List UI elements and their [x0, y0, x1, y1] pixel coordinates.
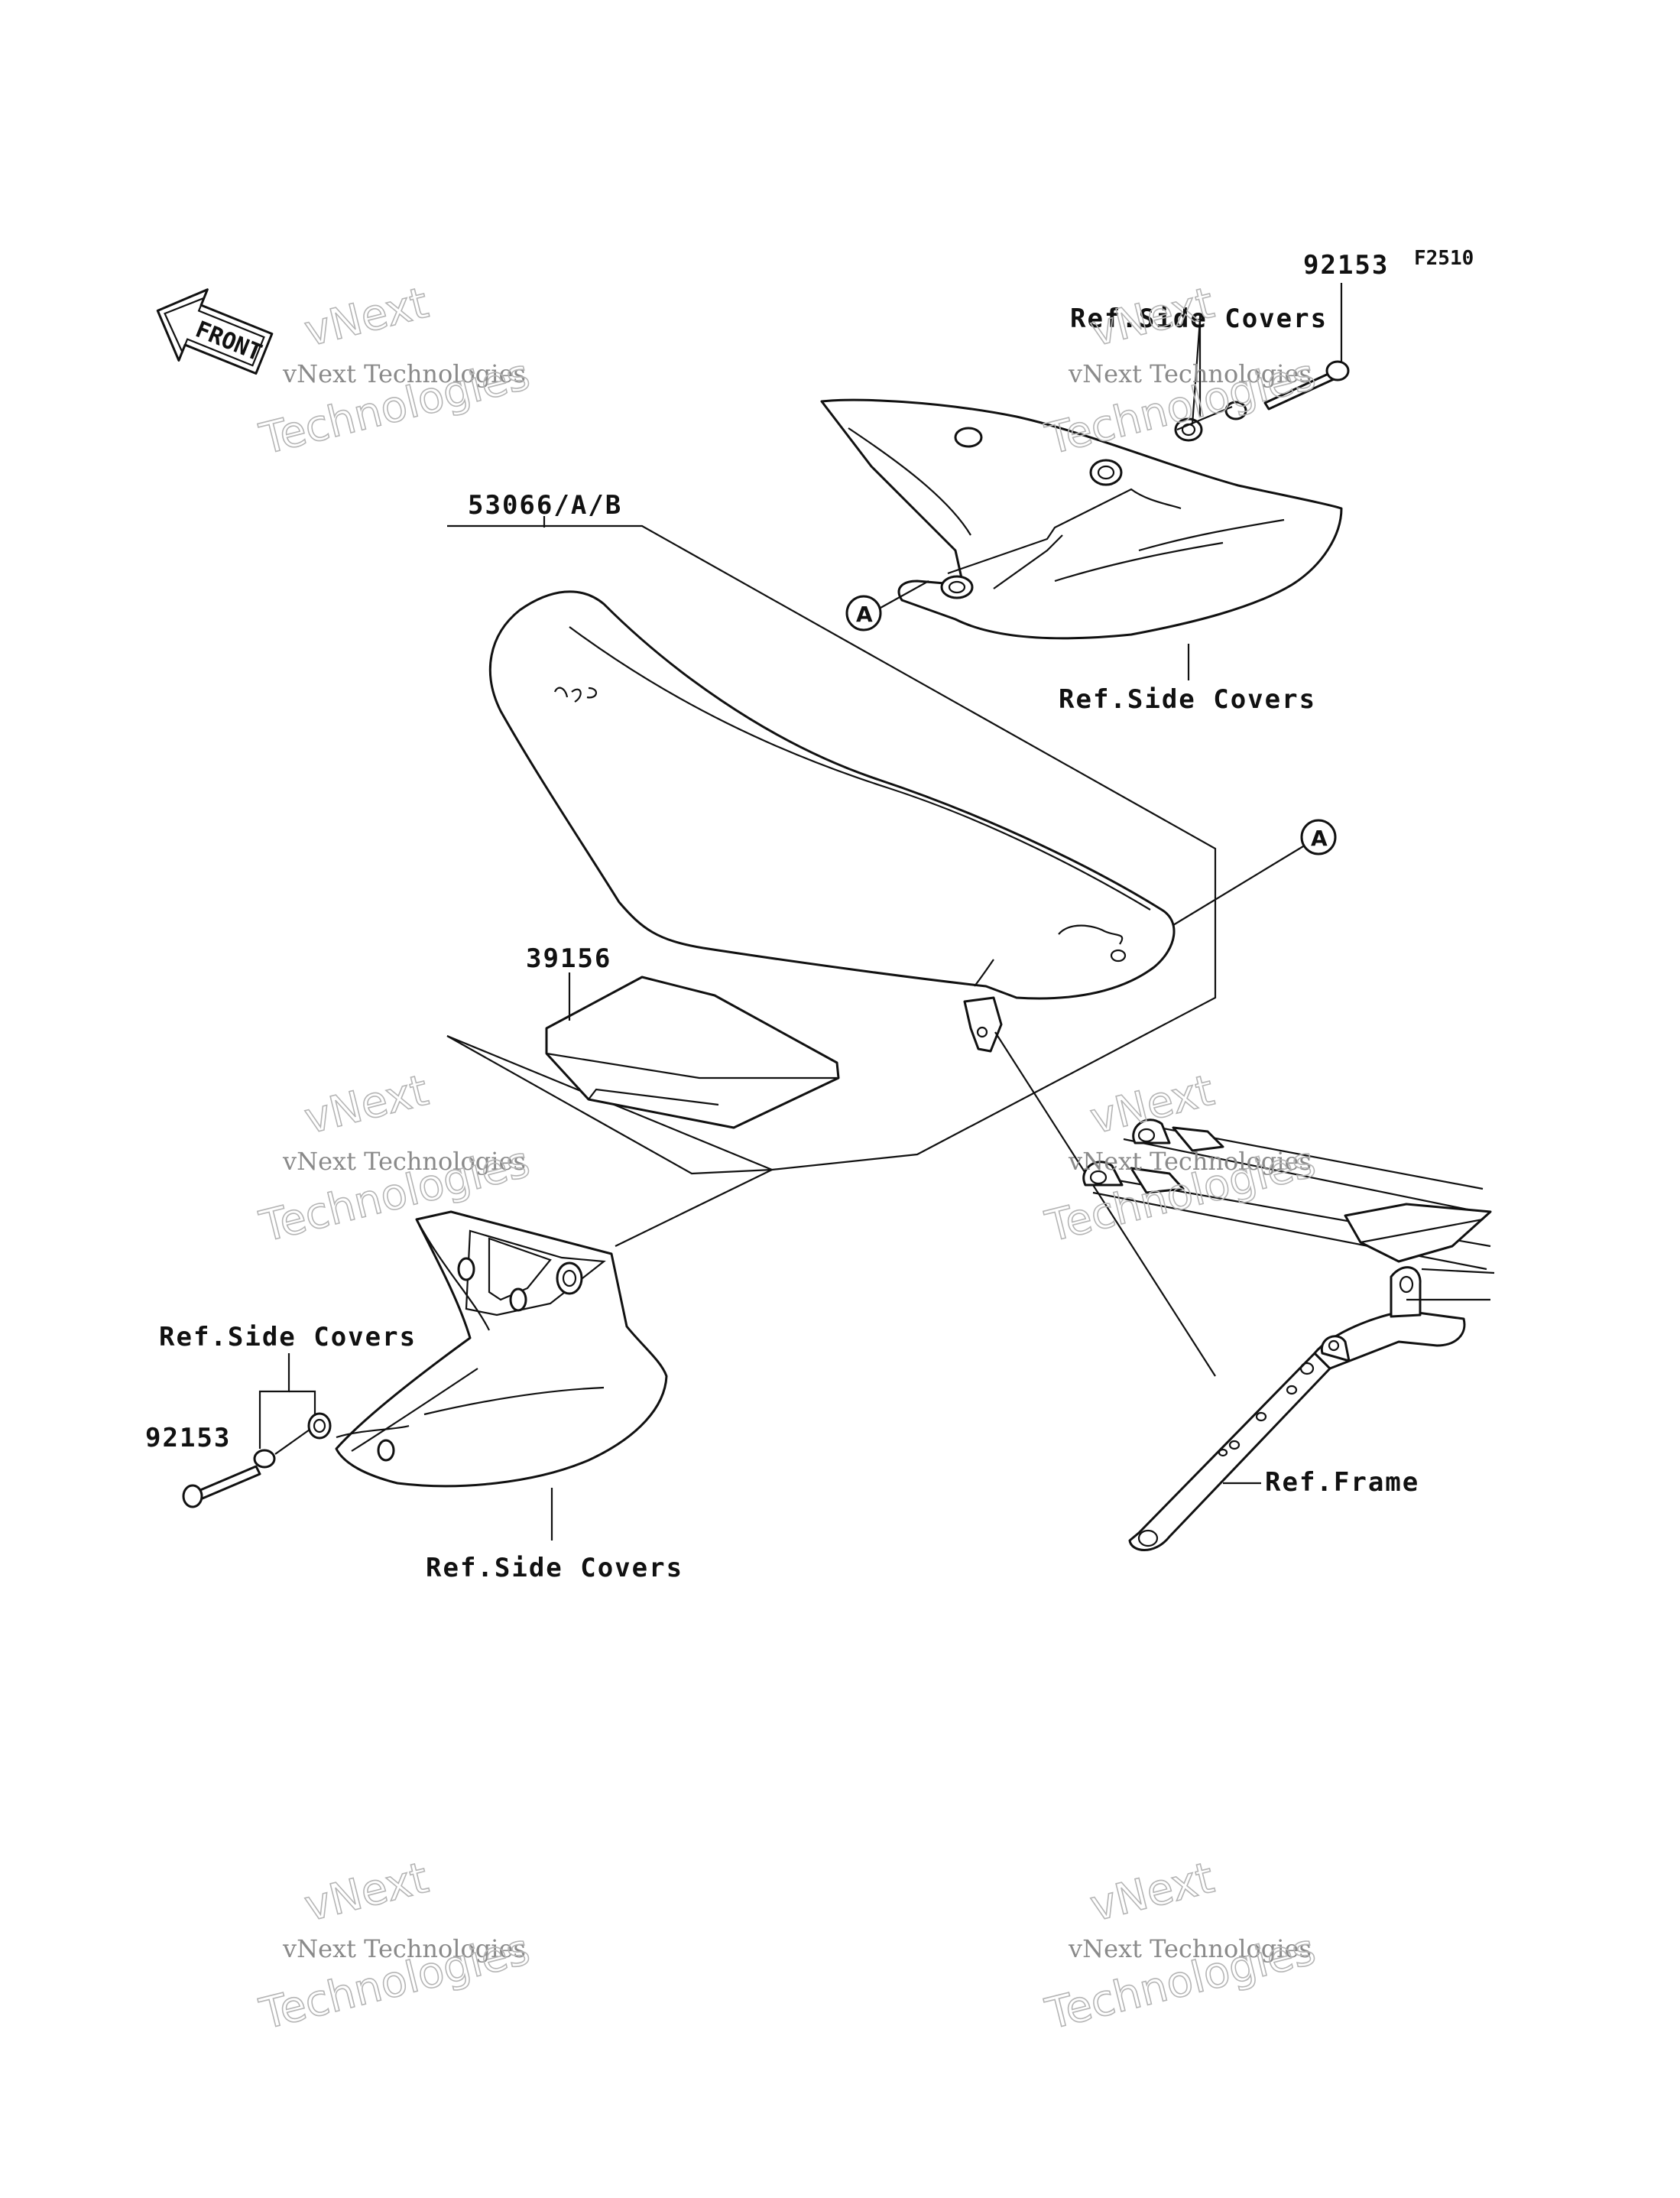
part-number-bolt-top: 92153: [1303, 250, 1389, 281]
svg-text:vNext Technologies: vNext Technologies: [282, 359, 526, 388]
part-number-bolt-left: 92153: [145, 1423, 231, 1453]
ref-side-covers-left-upper: Ref.Side Covers: [159, 1322, 417, 1352]
svg-text:vNext Technologies: vNext Technologies: [1068, 1934, 1312, 1963]
watermark-4: vNext vNext Technologies Technologies: [1040, 1065, 1321, 1253]
svg-text:vNext Technologies: vNext Technologies: [1068, 1147, 1312, 1176]
watermark-5: vNext vNext Technologies Technologies: [255, 1852, 535, 2041]
callout-a-right: A: [1300, 819, 1337, 855]
part-number-seat: 53066/A/B: [468, 490, 622, 521]
bolt-top-icon: [1263, 360, 1350, 411]
seat-pad: [545, 976, 840, 1129]
watermark-1: vNext vNext Technologies Technologies: [255, 278, 535, 466]
grommet-top: [1174, 417, 1203, 442]
side-cover-right: [820, 398, 1343, 640]
bolt-left-icon: [182, 1465, 261, 1508]
grommet-left: [307, 1412, 332, 1440]
svg-text:vNext: vNext: [300, 278, 433, 357]
side-cover-left: [335, 1210, 668, 1488]
ref-side-covers-top-upper: Ref.Side Covers: [1070, 304, 1328, 334]
callout-a-top: A: [845, 595, 882, 631]
frame: [1082, 1118, 1495, 1551]
seat: [488, 590, 1176, 1053]
svg-text:A: A: [1311, 826, 1328, 851]
ref-frame: Ref.Frame: [1265, 1467, 1419, 1498]
svg-text:vNext Technologies: vNext Technologies: [282, 1934, 526, 1963]
part-number-pad: 39156: [526, 943, 611, 974]
svg-text:vNext Technologies: vNext Technologies: [282, 1147, 526, 1176]
ref-side-covers-left-lower: Ref.Side Covers: [426, 1553, 683, 1583]
svg-text:vNext: vNext: [1085, 1853, 1218, 1932]
front-direction-arrow-icon: FRONT: [156, 288, 274, 375]
collar-left: [253, 1449, 276, 1469]
svg-text:vNext Technologies: vNext Technologies: [1068, 359, 1312, 388]
svg-text:vNext: vNext: [300, 1066, 433, 1144]
svg-text:A: A: [856, 602, 873, 627]
ref-side-covers-top-lower: Ref.Side Covers: [1059, 684, 1316, 715]
figure-code: F2510: [1414, 247, 1474, 270]
watermark-6: vNext vNext Technologies Technologies: [1040, 1852, 1321, 2041]
svg-text:vNext: vNext: [300, 1853, 433, 1932]
